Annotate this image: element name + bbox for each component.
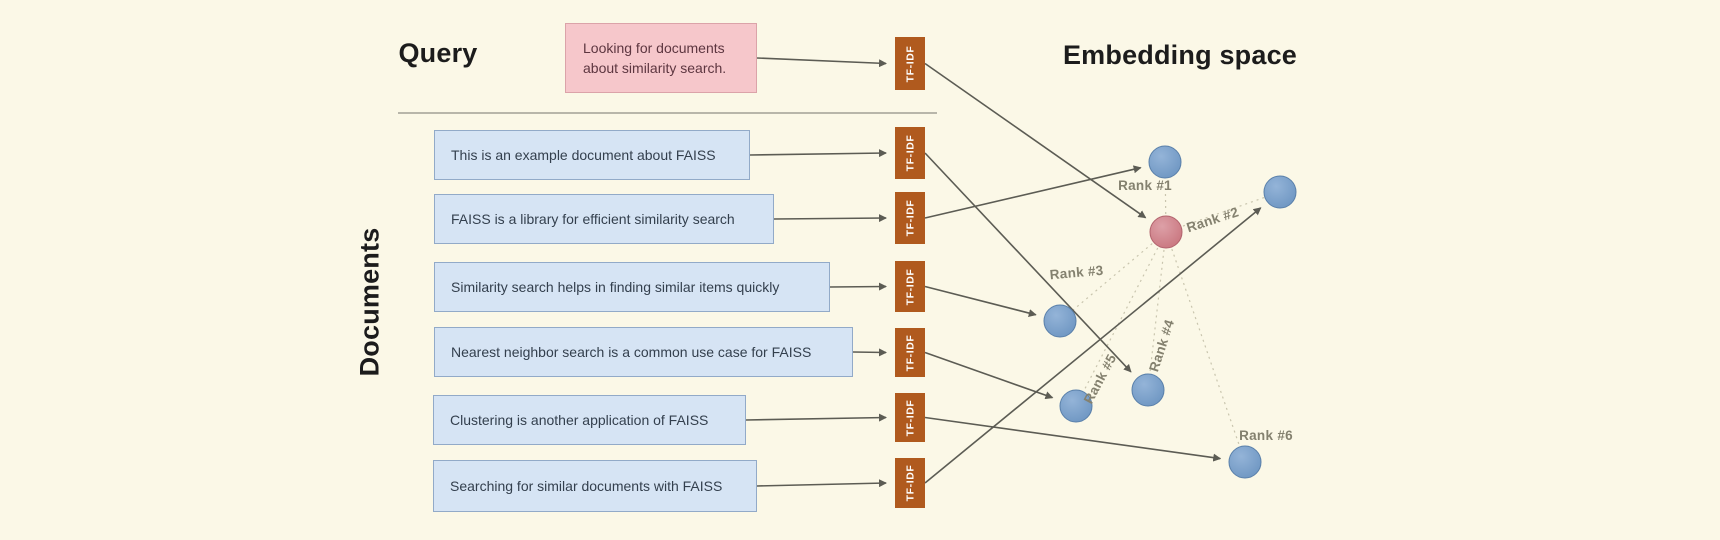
similarity-dotted-line-rank-6 [1165,231,1246,463]
document-5-to-tfidf-arrow [745,413,887,422]
doc3-to-embedding-arrow [924,285,1037,317]
rank-label-3: Rank #3 [1049,263,1104,283]
document-4-to-tfidf-arrow [852,348,887,357]
tfidf-box-doc-3: TF-IDF [895,261,925,312]
query-text: Looking for documents about similarity s… [583,39,727,76]
document-text-5: Clustering is another application of FAI… [450,412,709,428]
tfidf-label: TF-IDF [904,134,916,172]
document-text-4: Nearest neighbor search is a common use … [451,344,812,360]
tfidf-box-doc-1: TF-IDF [895,127,925,179]
embedding-dot-rank-3 [1043,304,1077,338]
tfidf-label: TF-IDF [904,45,916,82]
document-1-to-tfidf-arrow [749,149,887,158]
embedding-dot-rank-1 [1148,145,1182,179]
tfidf-box-doc-6: TF-IDF [895,458,925,508]
query-text-box: Looking for documents about similarity s… [565,23,757,93]
embedding-dot-rank-5 [1059,389,1093,423]
document-text-3: Similarity search helps in finding simil… [451,279,780,295]
document-text-1: This is an example document about FAISS [451,147,716,163]
rank-label-1: Rank #1 [1118,178,1172,193]
document-box-5: Clustering is another application of FAI… [433,395,746,445]
embedding-dot-rank-6 [1228,445,1262,479]
rank-label-6: Rank #6 [1239,428,1293,443]
document-box-2: FAISS is a library for efficient similar… [434,194,774,244]
query-to-tfidf-arrow [756,57,887,68]
query-embedding-dot [1149,215,1183,249]
tfidf-box-doc-5: TF-IDF [895,393,925,442]
document-text-2: FAISS is a library for efficient similar… [451,211,735,227]
query-to-embedding-arrow [924,62,1147,219]
document-box-3: Similarity search helps in finding simil… [434,262,830,312]
tfidf-label: TF-IDF [904,464,916,502]
doc2-to-embedding-arrow [924,165,1142,219]
embedding-dot-rank-2 [1263,175,1297,209]
document-box-1: This is an example document about FAISS [434,130,750,180]
similarity-dotted-line-rank-3 [1059,231,1167,322]
doc4-to-embedding-arrow [924,351,1054,400]
doc6-to-embedding-arrow [924,207,1262,484]
document-text-6: Searching for similar documents with FAI… [450,478,723,494]
document-box-6: Searching for similar documents with FAI… [433,460,757,512]
embedding-dot-rank-4 [1131,373,1165,407]
document-3-to-tfidf-arrow [829,282,887,291]
doc1-to-embedding-arrow [924,152,1132,373]
documents-section-title: Documents [354,227,385,377]
similarity-dotted-line-rank-5 [1075,231,1167,407]
tfidf-box-doc-4: TF-IDF [895,328,925,377]
tfidf-label: TF-IDF [904,268,916,305]
tfidf-box-query: TF-IDF [895,37,925,90]
rank-label-5: Rank #5 [1081,351,1120,406]
doc5-to-embedding-arrow [924,416,1222,462]
similarity-dotted-line-rank-2 [1165,191,1281,233]
rank-label-4: Rank #4 [1146,317,1177,373]
query-section-title: Query [398,38,478,68]
document-box-4: Nearest neighbor search is a common use … [434,327,853,377]
tfidf-box-doc-2: TF-IDF [895,192,925,244]
embedding-section-title: Embedding space [1062,40,1298,70]
tfidf-label: TF-IDF [904,334,916,371]
document-6-to-tfidf-arrow [756,479,887,488]
tfidf-label: TF-IDF [904,199,916,237]
document-2-to-tfidf-arrow [773,214,887,223]
similarity-dotted-line-rank-4 [1147,231,1167,391]
tfidf-label: TF-IDF [904,399,916,436]
